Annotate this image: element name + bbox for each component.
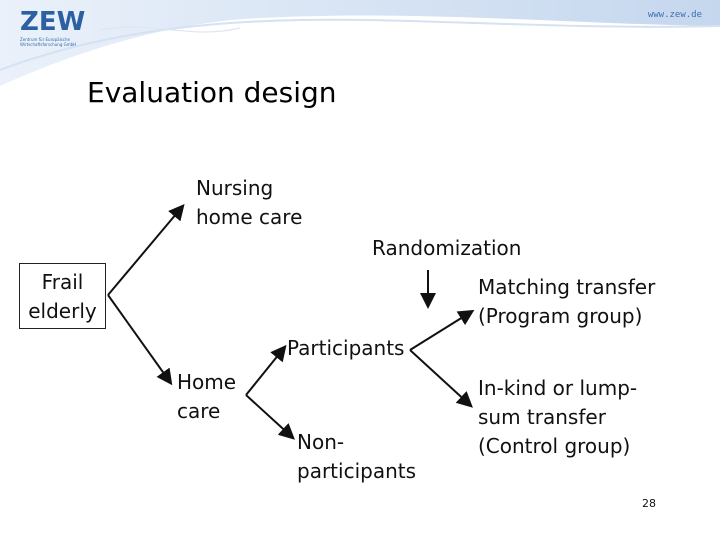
site-url[interactable]: www.zew.de	[647, 10, 702, 20]
arrow-frail-to-home	[107, 294, 173, 386]
node-home-care: Home care	[177, 370, 237, 423]
node-nonparticipants: Non- participants	[297, 430, 417, 483]
zew-logo[interactable]: ZEW	[20, 7, 86, 37]
header-band: ZEW Zentrum für Europäische Wirtschaftsf…	[0, 0, 720, 92]
arrow-home-to-participants	[245, 344, 287, 396]
node-randomization: Randomization	[372, 236, 522, 260]
node-frail-elderly: Frail elderly	[19, 263, 106, 329]
arrow-home-to-nonparticipants	[245, 394, 295, 440]
arrow-participants-to-inkind	[409, 349, 473, 408]
node-nursing-home-care: Nursing home care	[196, 176, 303, 229]
logo-subtitle: Zentrum für Europäische Wirtschaftsforsc…	[20, 37, 77, 47]
node-inkind-transfer: In-kind or lump- sum transfer (Control g…	[478, 376, 638, 458]
arrow-frail-to-nursing	[107, 203, 185, 296]
node-matching-transfer: Matching transfer (Program group)	[478, 275, 656, 328]
slide-title: Evaluation design	[87, 76, 337, 109]
page-number: 28	[642, 497, 656, 510]
node-participants: Participants	[287, 336, 405, 360]
header-wave-background	[0, 0, 720, 86]
arrow-participants-to-matching	[409, 309, 475, 351]
